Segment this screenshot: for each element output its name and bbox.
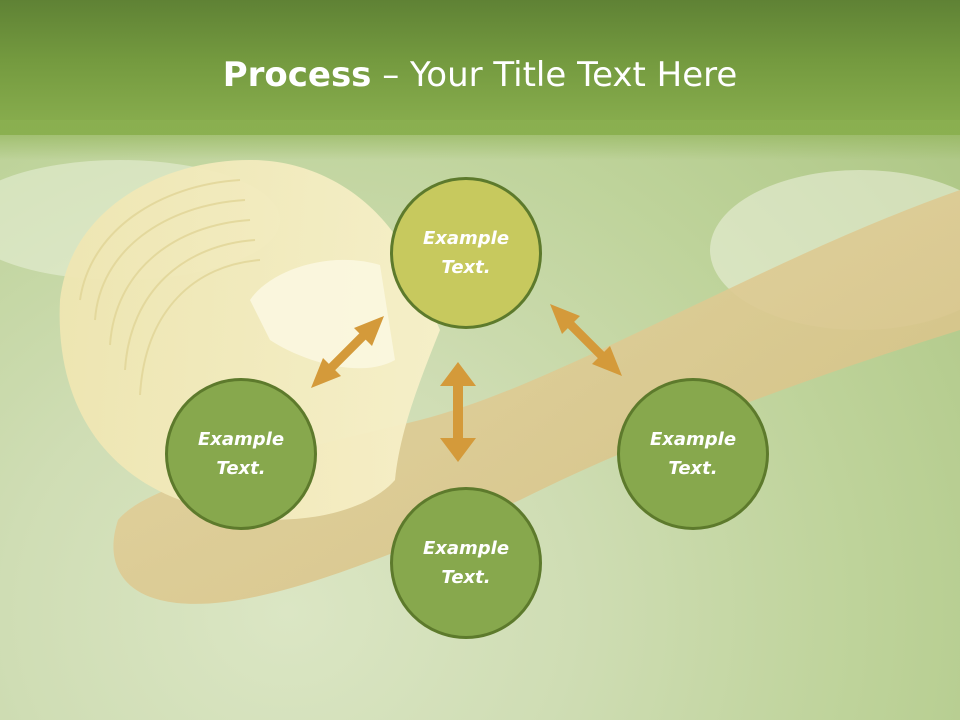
node-left-label: Example Text. bbox=[197, 429, 285, 479]
arrow-top-right bbox=[550, 304, 622, 376]
node-right-label: Example Text. bbox=[649, 429, 737, 479]
arrow-vertical bbox=[440, 362, 476, 462]
title-bold-part: Process bbox=[222, 55, 372, 95]
slide-title: Process – Your Title Text Here bbox=[0, 52, 960, 98]
node-bottom: Example Text. bbox=[390, 487, 542, 639]
node-top-label: Example Text. bbox=[422, 228, 510, 278]
title-bar bbox=[0, 0, 960, 135]
arrow-left-top bbox=[311, 316, 384, 388]
node-bottom-label: Example Text. bbox=[422, 538, 510, 588]
node-left: Example Text. bbox=[165, 378, 317, 530]
node-right: Example Text. bbox=[617, 378, 769, 530]
title-regular-part: – Your Title Text Here bbox=[371, 55, 738, 95]
butter-curl-shape bbox=[59, 160, 440, 520]
title-bar-fade bbox=[0, 120, 960, 160]
node-top: Example Text. bbox=[390, 177, 542, 329]
